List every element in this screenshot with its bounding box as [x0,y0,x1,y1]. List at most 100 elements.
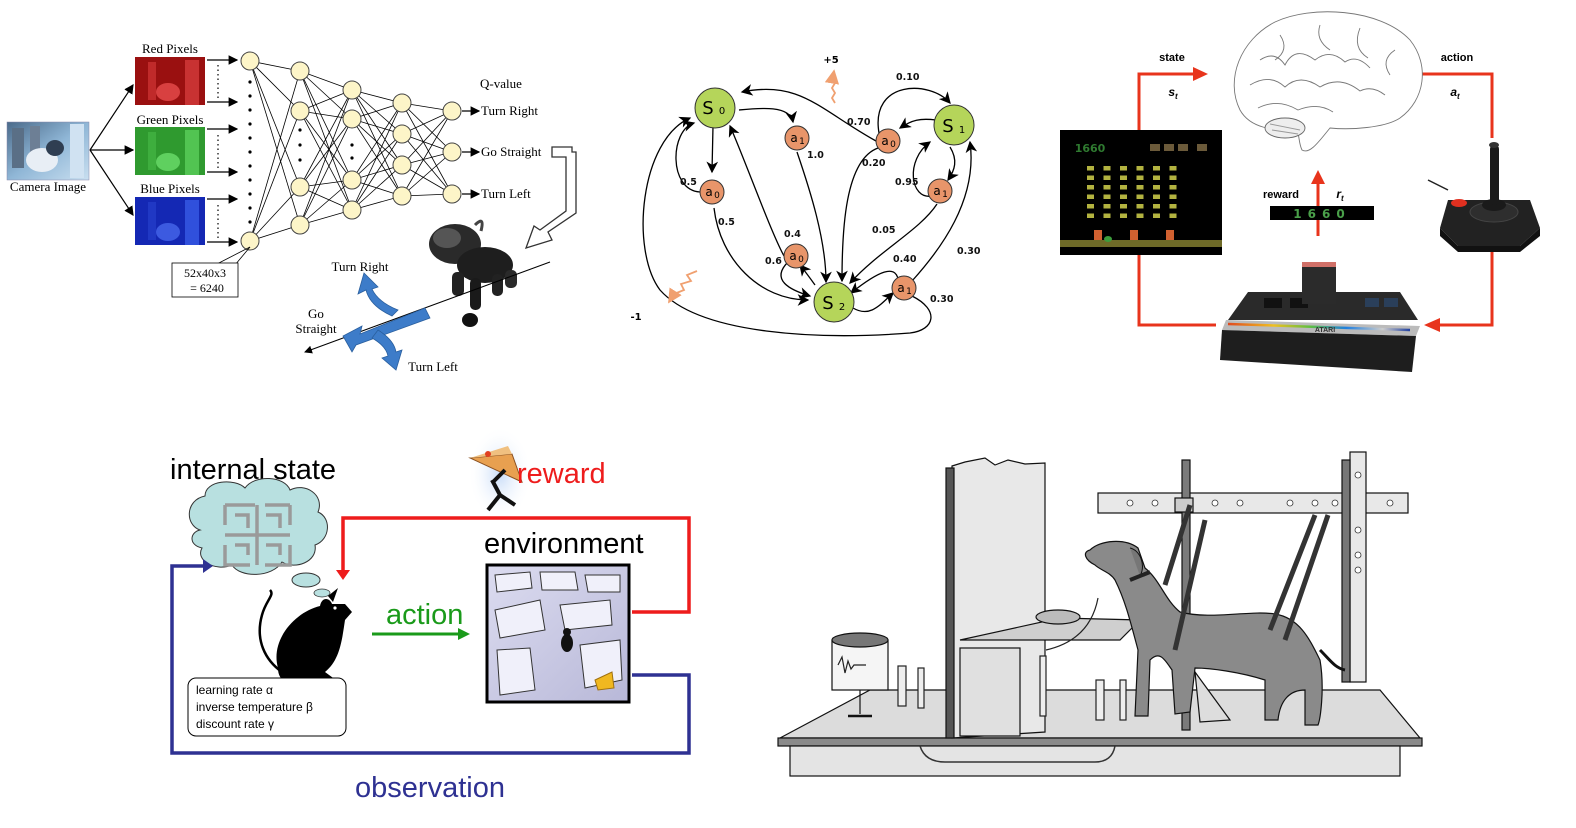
invader-sprite [1153,194,1160,199]
hollow-arrow-icon [524,146,577,250]
svg-text:a: a [897,281,904,295]
network-node [392,93,412,113]
reward-symbol: rt [1336,187,1344,203]
space-invaders-screen: 1660 [1060,130,1222,255]
svg-text:0: 0 [714,191,720,201]
atari-brand: ATARI [1315,327,1335,334]
negative-reward-squiggle [668,270,698,304]
invader-sprite [1169,166,1177,171]
partition-wall [945,457,1142,739]
invader-sprite [1103,175,1111,180]
green-pixels-image [135,127,205,175]
svg-text:a: a [705,185,712,199]
state-label: state [1159,52,1185,64]
network-node [342,170,362,190]
action-s0-a1: a 1 [784,125,810,151]
svg-text:0: 0 [890,140,896,150]
rat-icon [258,588,352,683]
reward-score: 1660 [1293,207,1350,221]
rat-maze-rl-diagram: internal state reward environment action [170,426,691,804]
positive-reward-squiggle [824,69,840,104]
input-size-box [171,262,239,298]
state-s0: S 0 [694,87,736,129]
red-pixels-label: Red Pixels [142,41,198,56]
prob-label: 0.95 [895,177,918,188]
svg-text:a: a [881,134,888,148]
arrowhead-icons [1193,67,1440,332]
direction-arrows-icon [342,272,431,371]
network-edge [299,118,353,226]
kymograph-drum [831,632,889,718]
network-edge [299,89,353,188]
joystick-image [1427,142,1540,252]
action-s1-a0: a 0 [875,128,901,154]
svg-text:2: 2 [839,302,845,313]
invader-sprite [1153,185,1160,190]
prob-label: 0.40 [893,254,917,265]
network-node [342,200,362,220]
reward-label: reward [517,458,606,490]
blue-pixels-label: Blue Pixels [140,181,200,196]
state-s1: S 1 [933,104,975,146]
network-edge [351,89,403,197]
invader-sprite [1087,213,1094,218]
invader-sprite [1136,185,1144,190]
network-node [290,101,310,121]
negative-reward-label: -1 [630,312,641,323]
network-node [392,186,412,206]
thought-cloud [188,478,331,598]
action-s2-a0: a 0 [783,243,809,269]
prob-label: 0.5 [718,217,735,228]
network-edge [299,118,353,188]
prob-label: 0.4 [784,229,801,240]
mdp-diagram: +5 -1 S 0 S 1 S 2 a 1 a 0 a 0 a 1 a 0 [630,55,981,337]
invader-sprite [1087,204,1094,209]
network-edge [401,102,453,195]
blue-pixels-image [135,197,205,245]
robot-go-label-line1: Go [308,306,324,321]
network-node [442,142,462,162]
prob-label: 0.20 [862,158,886,169]
network-edge [351,102,403,181]
invader-sprite [1087,175,1094,180]
input-size-line1: 52x40x3 [184,266,226,280]
prob-label: 0.10 [896,72,920,83]
network-edge [299,70,353,211]
network-node [290,215,310,235]
network-edge [351,89,403,166]
invader-sprite [1153,175,1160,180]
action-s1-a1: a 1 [927,178,953,204]
invader-sprite [1120,204,1127,209]
invader-sprite [1120,194,1127,199]
prob-label: 0.30 [957,246,981,257]
network-edge [351,133,403,211]
invader-sprite [1087,194,1094,199]
network-node [392,155,412,175]
invader-sprite [1103,166,1111,171]
svg-text:0: 0 [798,255,804,265]
network-edge [351,164,403,211]
reward-arrowhead-icon [336,570,350,580]
reward-pie-runner-icon [468,426,532,522]
network-edge [249,60,301,226]
network-edge [299,179,353,226]
network-edge [401,110,453,197]
svg-text:a: a [790,131,797,145]
invader-sprite [1136,175,1144,180]
invader-sprite [1136,166,1144,171]
robot-dog-image [429,219,517,327]
svg-text:a: a [933,184,940,198]
atari-agent-loop: state st action at reward rt 1660 1660 [1060,11,1540,372]
observation-label: observation [355,772,505,804]
invader-sprite [1103,185,1111,190]
invader-sprite [1136,194,1144,199]
parameters-box [187,677,347,737]
network-edge [249,110,301,242]
network-edge [401,151,453,197]
network-edge [401,164,453,195]
invader-sprite [1169,175,1177,180]
invader-sprite [1153,204,1160,209]
invader-sprite [1120,166,1127,171]
observation-arrowhead-icon [203,559,213,573]
prob-label: 0.70 [847,117,871,128]
